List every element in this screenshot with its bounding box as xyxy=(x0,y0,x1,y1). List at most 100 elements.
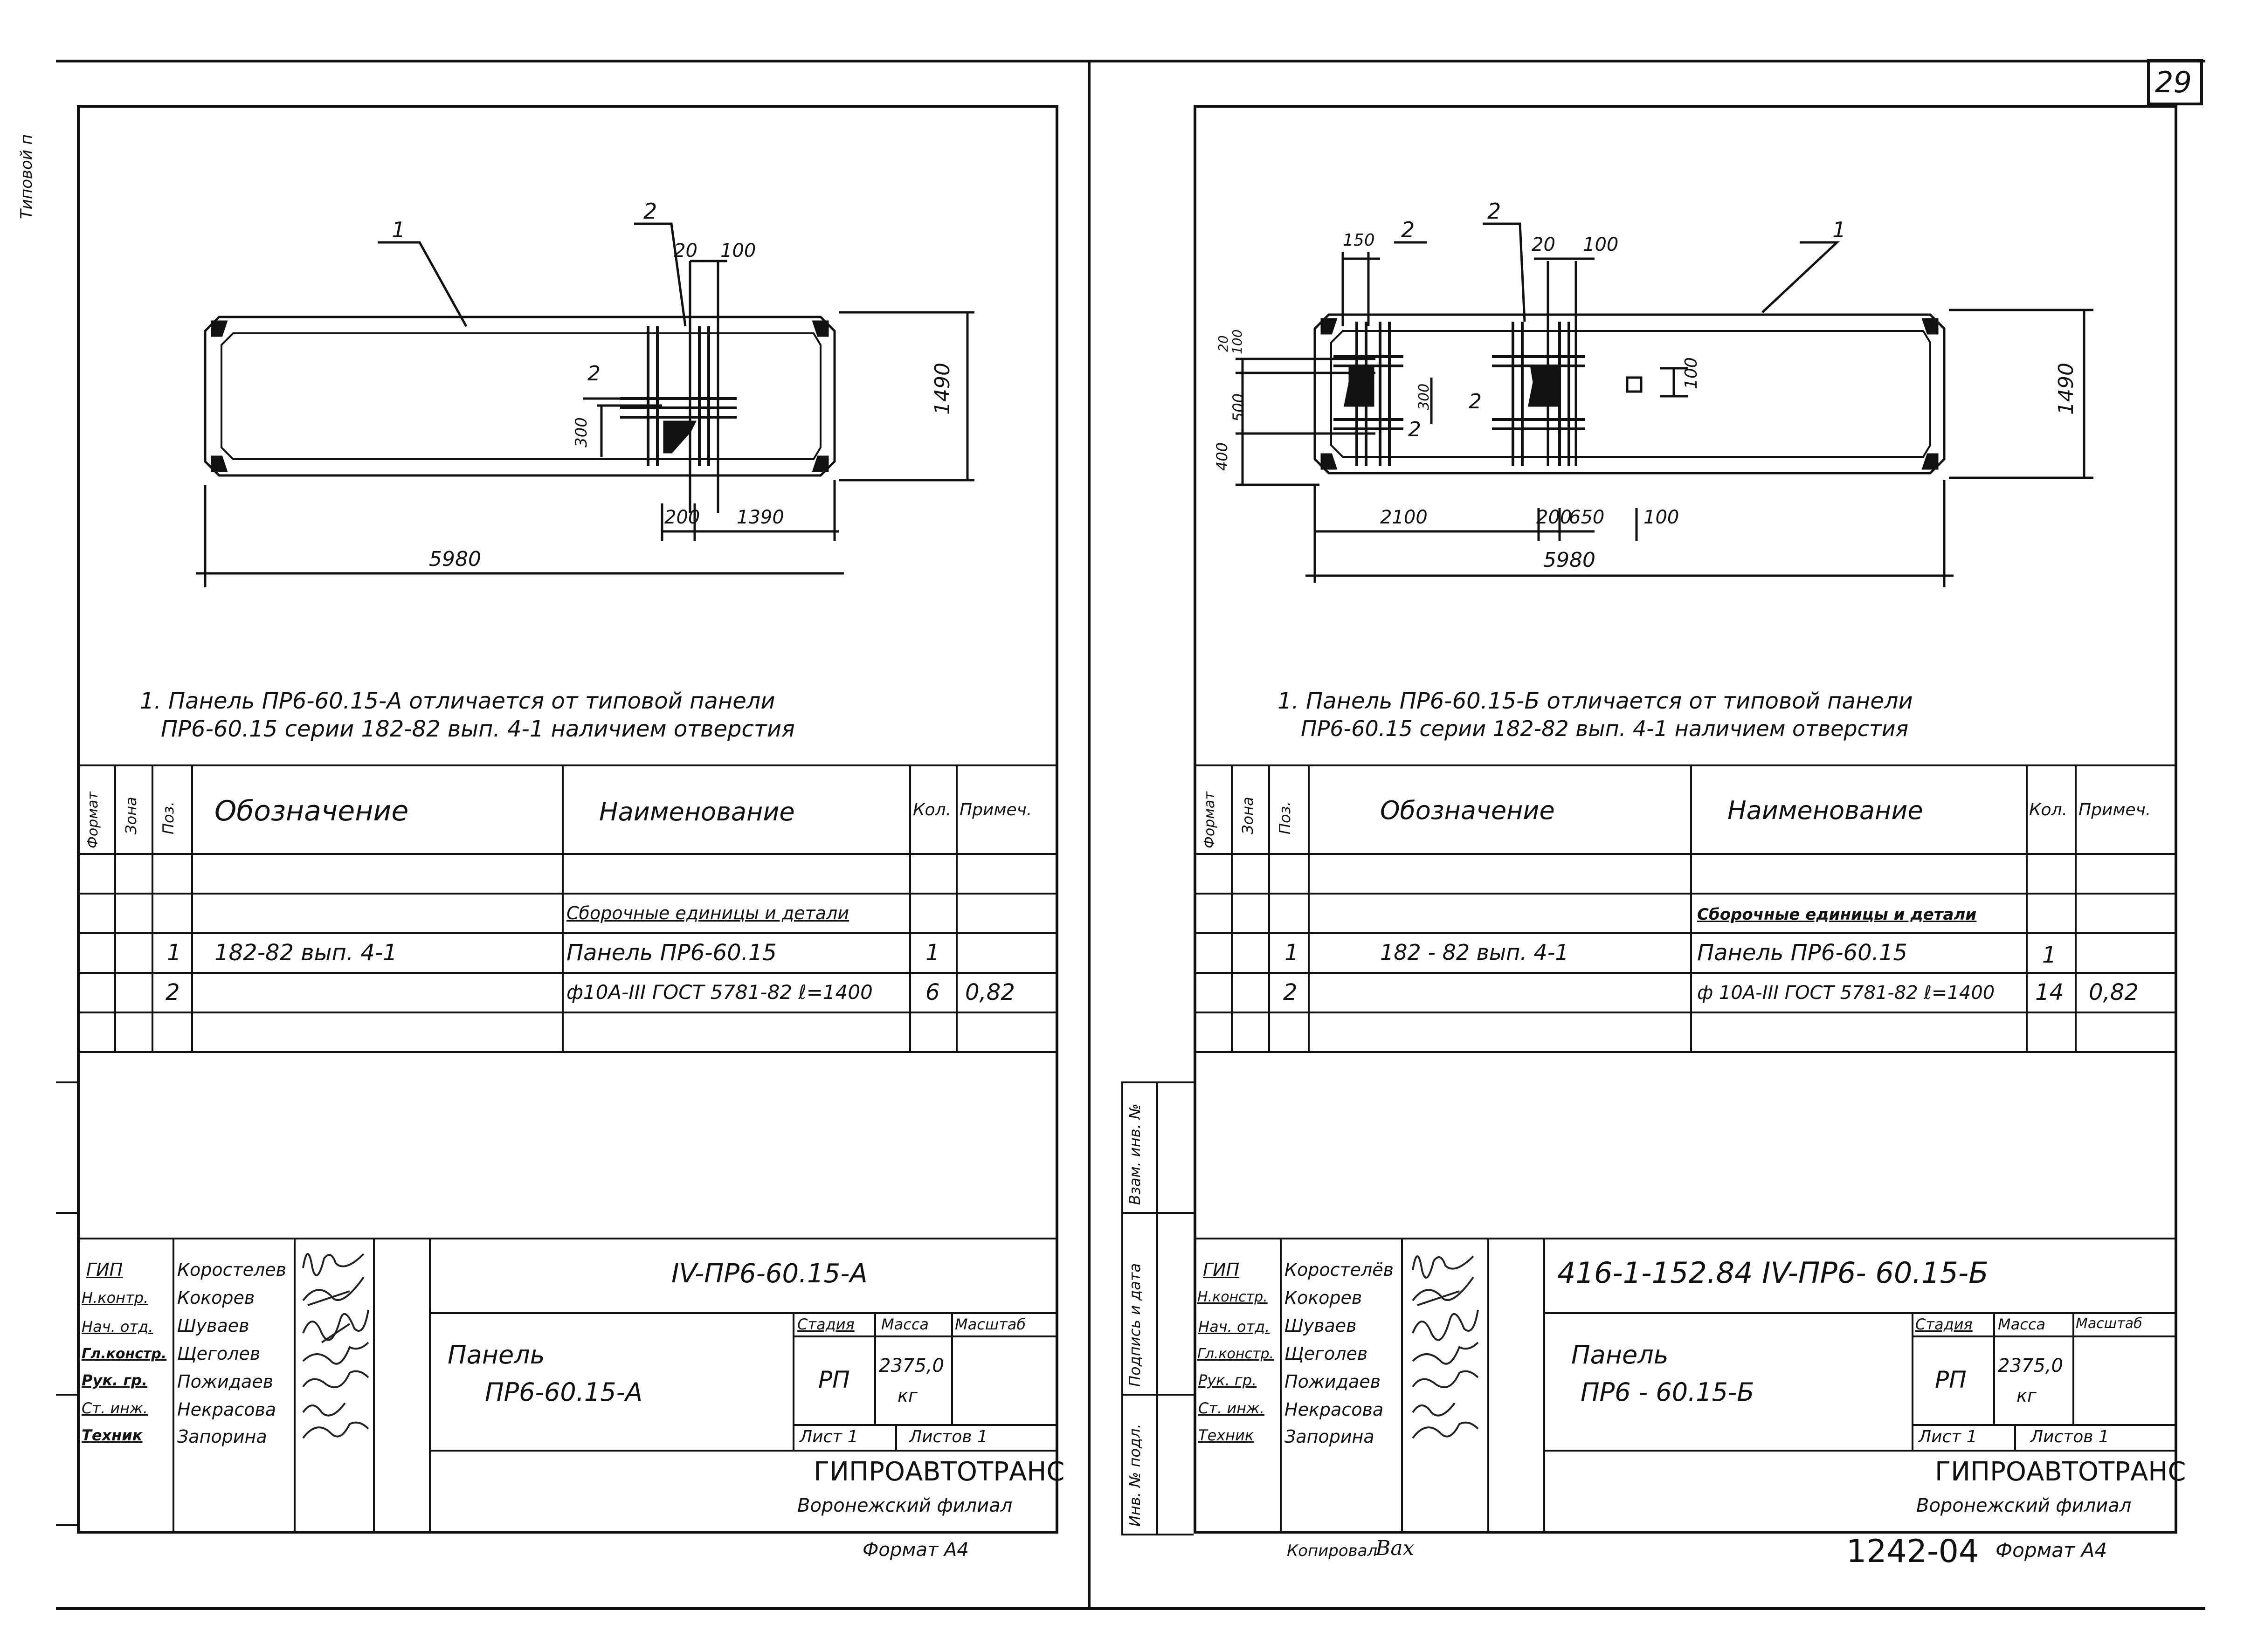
dim-label: 20 xyxy=(674,240,697,262)
note-line-1: 1. Панель ПР6-60.15-А отличается от типо… xyxy=(140,688,775,714)
person-name: Щеголев xyxy=(177,1343,261,1364)
role-label: Ст. инж. xyxy=(82,1399,148,1417)
stage-value: РП xyxy=(818,1366,850,1393)
margin-stamp: Типовой п xyxy=(17,134,36,219)
role-label: Н.констр. xyxy=(1197,1289,1268,1305)
dim-label: 1490 xyxy=(2054,363,2078,415)
table-line xyxy=(77,853,1058,855)
tb-line xyxy=(1543,1312,2177,1314)
side-label: Взам. инв. № xyxy=(1126,1103,1144,1205)
note-line-2: ПР6-60.15 серии 182-82 вып. 4-1 наличием… xyxy=(1301,716,1909,741)
edge-tick xyxy=(56,1394,77,1396)
mass-value: 2375,0 xyxy=(1998,1355,2063,1377)
tb-line xyxy=(173,1238,174,1534)
dim-label: 300 xyxy=(1416,383,1432,410)
header-designation: Обозначение xyxy=(1380,796,1555,825)
tb-line xyxy=(1543,1450,2177,1452)
tb-line xyxy=(429,1312,1058,1314)
dim-label: 5980 xyxy=(1543,548,1595,572)
side-column-line xyxy=(1121,1081,1123,1534)
row-name: Сборочные единицы и детали xyxy=(566,903,849,923)
role-label: Техник xyxy=(82,1426,143,1444)
bottom-border-line xyxy=(56,1607,2205,1610)
tb-line xyxy=(793,1312,794,1450)
doc-code: 416-1-152.84 IV-ПР6- 60.15-Б xyxy=(1557,1256,1989,1290)
page-number-box xyxy=(2147,59,2203,105)
tb-line xyxy=(294,1238,296,1534)
table-line xyxy=(956,764,958,1051)
person-name: Коростелёв xyxy=(1284,1260,1394,1280)
role-label: Гл.констр. xyxy=(1197,1346,1274,1362)
row-pos: 2 xyxy=(166,979,180,1005)
dim-label: 100 xyxy=(1583,234,1619,255)
dim-label: 1490 xyxy=(931,363,954,415)
table-line xyxy=(1194,853,2177,855)
tb-line xyxy=(1912,1424,2177,1426)
table-line xyxy=(77,932,1058,934)
row-pos: 1 xyxy=(1284,940,1299,966)
format-label: Формат А4 xyxy=(863,1539,969,1561)
edge-tick xyxy=(56,1081,77,1083)
dim-label: 100 xyxy=(1229,329,1245,354)
mass-value: 2375,0 xyxy=(879,1355,944,1377)
dim-label: 2 xyxy=(1487,199,1501,224)
dim-label: 100 xyxy=(1643,507,1679,528)
person-name: Некрасова xyxy=(177,1399,276,1420)
header-name: Наименование xyxy=(1727,796,1923,825)
tb-line xyxy=(429,1450,1058,1452)
edge-tick xyxy=(56,1524,77,1526)
row-qty: 1 xyxy=(2042,942,2057,968)
person-name: Некрасова xyxy=(1284,1399,1384,1420)
row-designation: 182-82 вып. 4-1 xyxy=(214,940,397,966)
header-format: Формат xyxy=(85,792,101,848)
person-name: Шуваев xyxy=(1284,1315,1357,1336)
person-name: Пожидаев xyxy=(177,1371,274,1392)
mass-label: Масса xyxy=(1998,1315,2046,1333)
table-line xyxy=(1268,764,1270,1051)
header-note: Примеч. xyxy=(960,800,1032,819)
row-designation: 182 - 82 вып. 4-1 xyxy=(1380,940,1569,965)
item-name: Панель xyxy=(448,1340,545,1370)
person-name: Запорина xyxy=(1284,1426,1374,1447)
role-label: Нач. отд. xyxy=(1198,1318,1270,1335)
row-qty: 14 xyxy=(2035,979,2064,1005)
side-label: Подпись и дата xyxy=(1126,1263,1144,1387)
row-name: ф10А-III ГОСТ 5781-82 ℓ=1400 xyxy=(566,981,873,1004)
mass-unit: кг xyxy=(898,1385,918,1406)
note-line-2: ПР6-60.15 серии 182-82 вып. 4-1 наличием… xyxy=(161,716,795,742)
role-label: Гл.констр. xyxy=(82,1346,167,1362)
table-line xyxy=(1194,1051,2177,1053)
tb-line xyxy=(77,1238,1058,1239)
dim-label: 650 xyxy=(1569,507,1605,528)
sheet-label: Лист 1 xyxy=(1919,1427,1977,1446)
tb-line xyxy=(1912,1335,2177,1337)
side-label: Инв. № подл. xyxy=(1126,1424,1144,1527)
table-line xyxy=(1194,972,2177,974)
header-pos: Поз. xyxy=(1276,801,1294,834)
dim-label: 20 xyxy=(1532,234,1555,255)
tb-line xyxy=(1280,1238,1282,1534)
header-format: Формат xyxy=(1202,792,1218,848)
role-label: Нач. отд. xyxy=(82,1318,153,1335)
page-number: 29 xyxy=(2155,65,2192,99)
table-line xyxy=(77,1051,1058,1053)
format-label: Формат А4 xyxy=(1996,1539,2107,1562)
side-column-line xyxy=(1121,1394,1194,1396)
dim-label: 300 xyxy=(572,417,591,447)
dim-label: 100 xyxy=(720,240,756,262)
stage-label: Стадия xyxy=(1915,1315,1973,1333)
sheet-label: Лист 1 xyxy=(800,1427,858,1446)
row-note: 0,82 xyxy=(965,979,1015,1005)
side-column-line xyxy=(1121,1212,1194,1214)
edge-tick xyxy=(56,1212,77,1214)
dim-label: 1390 xyxy=(737,507,784,528)
person-name: Шуваев xyxy=(177,1315,249,1336)
mass-label: Масса xyxy=(881,1315,929,1333)
sheet-1-frame xyxy=(77,105,1058,1534)
person-name: Пожидаев xyxy=(1284,1371,1381,1392)
header-designation: Обозначение xyxy=(214,795,409,827)
row-pos: 1 xyxy=(167,940,181,966)
table-line xyxy=(77,893,1058,895)
copied-by-label: Копировал xyxy=(1287,1542,1378,1560)
side-column-line xyxy=(1156,1081,1158,1534)
